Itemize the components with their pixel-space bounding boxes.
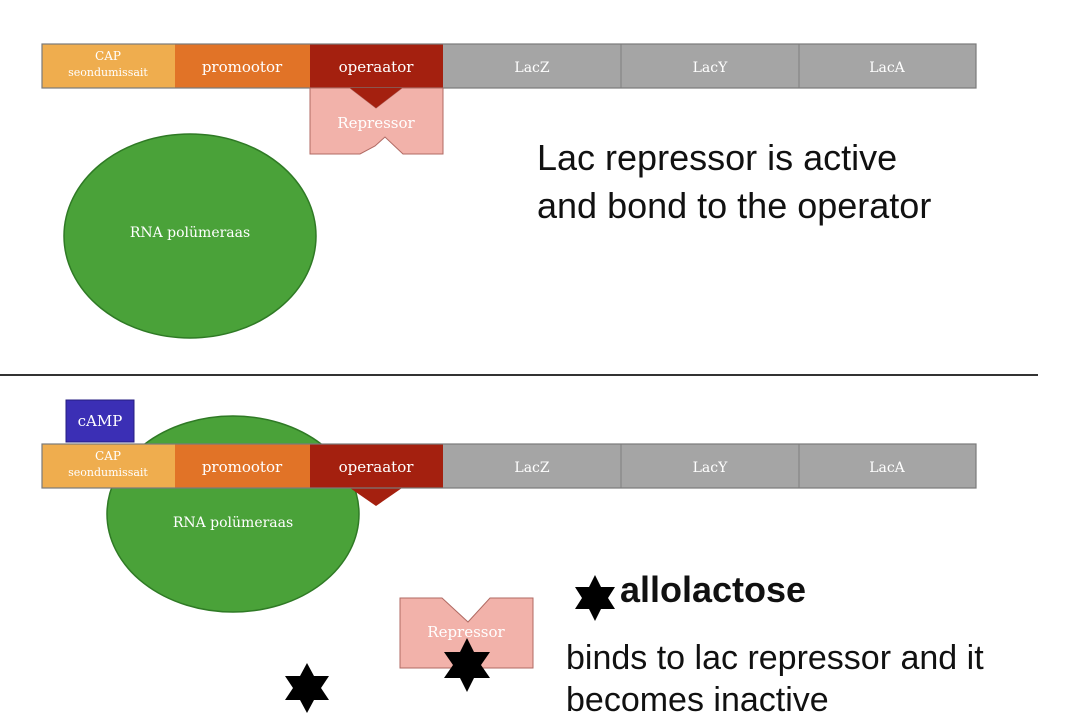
allolactose-star-free	[285, 663, 329, 713]
segment-lacy-top	[621, 44, 799, 88]
camp-box: cAMP	[65, 399, 135, 443]
laca-label-bottom: LacA	[869, 460, 905, 476]
segment-laca-bottom	[799, 444, 976, 488]
operon-bar-top: CAP seondumissait promootor operaator La…	[41, 43, 977, 89]
cap-label-line1-bottom: CAP	[95, 449, 121, 463]
lacy-label-top: LacY	[693, 60, 728, 76]
operator-label-bottom: operaator	[339, 458, 415, 476]
bottom-panel: RNA polümeraas cAMP CAP seondumissait pr…	[41, 399, 984, 719]
repressor-bound: Repressor	[309, 87, 444, 155]
allolactose-label: allolactose	[620, 569, 806, 610]
caption-bottom-line2: becomes inactive	[566, 681, 829, 719]
segment-lacz-bottom	[443, 444, 621, 488]
cap-label-line2-bottom: seondumissait	[68, 466, 148, 479]
promoter-label-top: promootor	[202, 58, 283, 76]
segment-promoter-bottom	[175, 444, 310, 488]
polymerase-label-bottom: RNA polümeraas	[173, 515, 293, 531]
lacy-label-bottom: LacY	[693, 460, 728, 476]
polymerase-label-top: RNA polümeraas	[130, 225, 250, 241]
cap-label-line1-top: CAP	[95, 49, 121, 63]
operator-label-top: operaator	[339, 58, 415, 76]
segment-cap-bottom	[42, 444, 175, 488]
rna-polymerase-top: RNA polümeraas	[63, 133, 317, 339]
repressor-label-top: Repressor	[337, 114, 415, 132]
allolactose-star-bound	[444, 638, 490, 692]
segment-cap-top	[42, 44, 175, 88]
segment-operator-bottom	[310, 444, 443, 488]
segment-operator-top	[310, 44, 443, 88]
repressor-free: Repressor	[399, 597, 534, 669]
top-panel: CAP seondumissait promootor operaator La…	[41, 43, 977, 339]
laca-label-top: LacA	[869, 60, 905, 76]
caption-bottom-line1: binds to lac repressor and it	[566, 639, 984, 677]
segment-laca-top	[799, 44, 976, 88]
segment-lacz-top	[443, 44, 621, 88]
lacz-label-top: LacZ	[514, 60, 549, 76]
segment-promoter-top	[175, 44, 310, 88]
allolactose-legend-star	[575, 575, 615, 621]
lacz-label-bottom: LacZ	[514, 460, 549, 476]
cap-label-line2-top: seondumissait	[68, 66, 148, 79]
segment-lacy-bottom	[621, 444, 799, 488]
caption-top-line2: and bond to the operator	[537, 185, 931, 226]
operon-bar-bottom: CAP seondumissait promootor operaator La…	[41, 443, 977, 506]
repressor-label-bottom: Repressor	[427, 623, 505, 641]
caption-top-line1: Lac repressor is active	[537, 137, 897, 178]
promoter-label-bottom: promootor	[202, 458, 283, 476]
camp-label: cAMP	[78, 412, 123, 430]
